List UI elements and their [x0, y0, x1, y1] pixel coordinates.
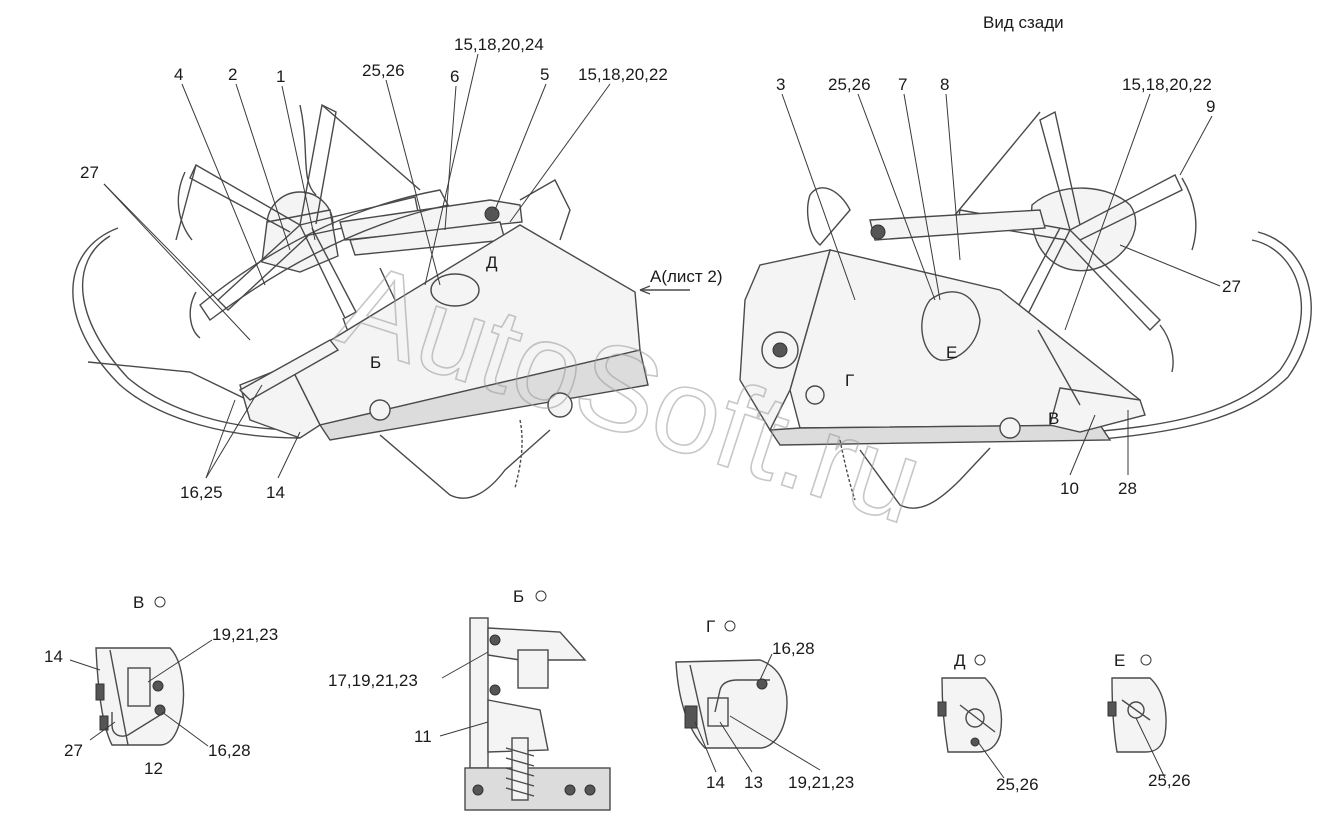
callout: 25,26 [362, 61, 405, 80]
detail-v [95, 647, 185, 746]
rotation-icon [1140, 654, 1152, 666]
callout: 9 [1206, 97, 1215, 116]
callout: 2 [228, 65, 237, 84]
right-skid-frame [1089, 239, 1303, 433]
section-marker-b: Б [370, 353, 381, 372]
callout: 27 [64, 741, 83, 760]
left-upper-beam [339, 199, 523, 241]
detail-title-d: Д [954, 651, 966, 670]
callout: 16,28 [208, 741, 251, 760]
detail-title-v: В [133, 593, 144, 612]
detail-d [937, 677, 1003, 753]
callout: 7 [898, 75, 907, 94]
callout: 15,18,20,22 [1122, 75, 1212, 94]
callout-labels: Вид сзади 4 2 1 25,26 15,18,20,24 6 5 15… [44, 13, 1241, 794]
section-marker-e: Е [946, 343, 957, 362]
callout: 16,28 [772, 639, 815, 658]
rotation-icon [535, 590, 547, 602]
view-marker-a: А(лист 2) [650, 267, 723, 286]
callout: 8 [940, 75, 949, 94]
rotation-icon [154, 596, 166, 608]
callout: 14 [44, 647, 63, 666]
callout: 25,26 [828, 75, 871, 94]
callout: 1 [276, 67, 285, 86]
rotation-icon [724, 620, 736, 632]
left-reel [175, 103, 421, 361]
callout: 6 [450, 67, 459, 86]
callout: 14 [266, 483, 285, 502]
callout: 14 [706, 773, 725, 792]
callout: 16,25 [180, 483, 223, 502]
section-marker-g: Г [845, 371, 854, 390]
callout: 13 [744, 773, 763, 792]
callout: 25,26 [996, 775, 1039, 794]
view-title: Вид сзади [983, 13, 1064, 32]
detail-title-g: Г [706, 617, 715, 636]
callout: 3 [776, 75, 785, 94]
callout: 15,18,20,22 [578, 65, 668, 84]
callout: 15,18,20,24 [454, 35, 544, 54]
leader-lines [69, 53, 1221, 779]
section-marker-d: Д [486, 253, 498, 272]
callout: 19,21,23 [212, 625, 278, 644]
callout: 27 [80, 163, 99, 182]
detail-title-e: Е [1114, 651, 1125, 670]
detail-e [1107, 677, 1167, 753]
rotation-icon [974, 654, 986, 666]
callout: 17,19,21,23 [328, 671, 418, 690]
callout: 11 [414, 727, 432, 746]
callout: 19,21,23 [788, 773, 854, 792]
callout: 10 [1060, 479, 1079, 498]
detail-b [464, 617, 611, 811]
callout: 28 [1118, 479, 1137, 498]
callout: 27 [1222, 277, 1241, 296]
callout: 12 [144, 759, 163, 778]
callout: 25,26 [1148, 771, 1191, 790]
callout: 4 [174, 65, 183, 84]
section-marker-v: В [1048, 409, 1059, 428]
detail-g [675, 659, 788, 749]
detail-title-b: Б [513, 587, 524, 606]
left-assembly-view [72, 103, 690, 499]
callout: 5 [540, 65, 549, 84]
right-assembly-view [739, 110, 1312, 509]
